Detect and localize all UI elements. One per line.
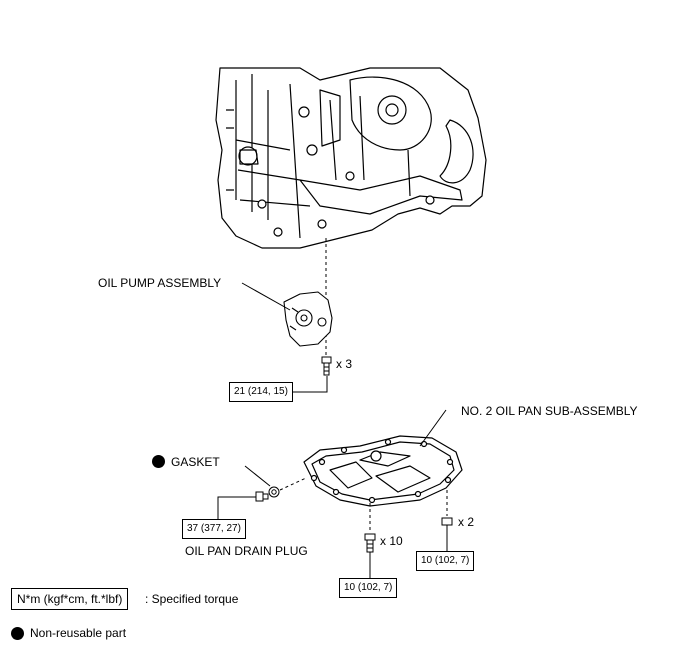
pump-bolt-icon [321,356,332,376]
torque-box-pan-bolts-a: 10 (102, 7) [339,578,398,598]
leader-oil-pan [419,409,447,447]
torque-box-drain-plug: 37 (377, 27) [182,519,246,539]
non-reusable-icon [152,455,165,468]
pan-bolts-a-quantity: x 10 [380,534,403,548]
leader-gasket [244,465,271,487]
pan-nut-icon [441,517,453,530]
oil-pump-assembly-label: OIL PUMP ASSEMBLY [98,276,222,290]
leader-oil-pump [241,282,291,311]
leader-pump-bolt [288,376,328,393]
oil-pan-illustration [303,435,463,507]
install-lines-pan [279,477,448,532]
oil-pump-assembly-illustration [283,291,333,347]
gasket-icon [268,486,280,498]
legend-torque-desc: : Specified torque [145,592,239,606]
pump-bolts-quantity: x 3 [336,357,353,371]
torque-box-pump-bolts: 21 (214, 15) [229,382,293,402]
drain-plug-label: OIL PAN DRAIN PLUG [185,544,308,558]
pan-bolt-icon [364,533,376,553]
gasket-label: GASKET [171,455,220,469]
torque-box-pan-bolts-b: 10 (102, 7) [416,551,475,571]
drain-plug-icon [255,491,269,502]
legend-non-reusable-label: Non-reusable part [30,626,127,640]
legend-non-reusable-icon [11,627,24,640]
engine-block-illustration [215,67,487,249]
leader-drain-plug [217,496,256,520]
oil-pan-label: NO. 2 OIL PAN SUB-ASSEMBLY [461,404,638,418]
pan-bolts-b-quantity: x 2 [458,515,475,529]
legend-torque-unit: N*m (kgf*cm, ft.*lbf) [11,588,129,610]
